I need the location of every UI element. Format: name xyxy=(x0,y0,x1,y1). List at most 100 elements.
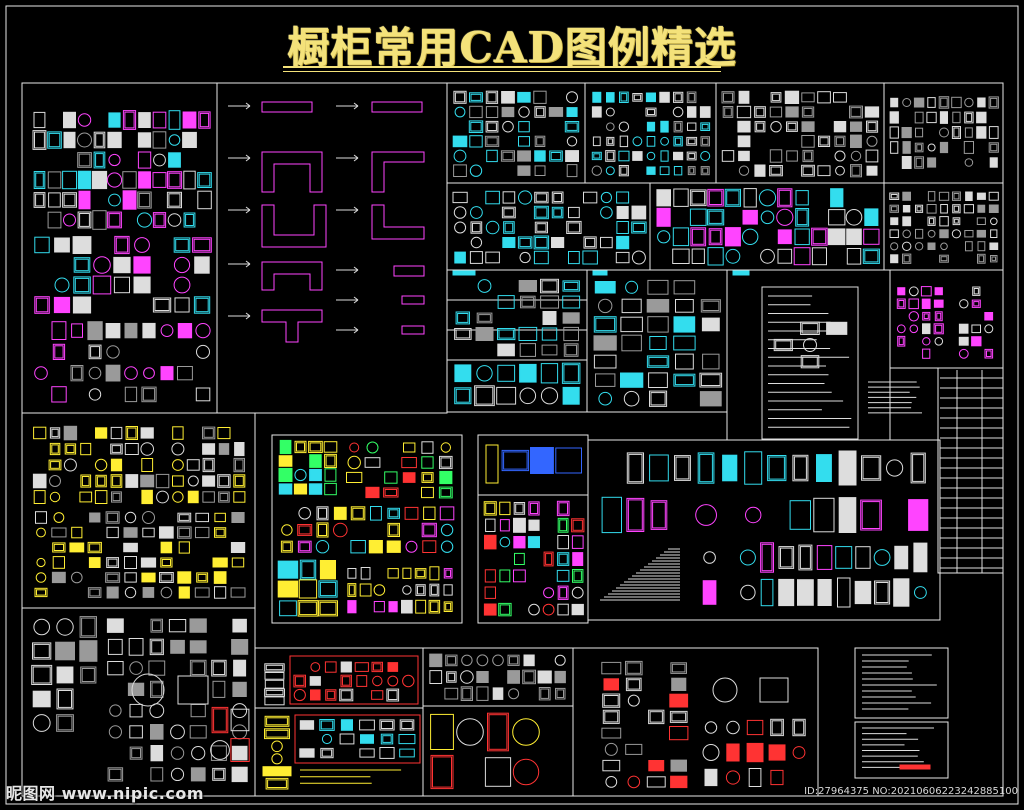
tall-unit-elevation-inner xyxy=(793,456,807,480)
furniture-symbol-circle xyxy=(35,572,47,583)
magenta-detail-symbol xyxy=(933,299,944,308)
appliance-symbol-circle xyxy=(566,91,578,104)
furniture-symbol xyxy=(160,557,173,568)
plan-symbol-inner xyxy=(401,720,413,730)
plant-symbol xyxy=(988,96,999,109)
corner-cabinet-symbol-circle xyxy=(512,718,540,746)
appliance-symbol-inner xyxy=(804,151,812,161)
cabinet-symbol xyxy=(646,776,666,788)
plant-symbol xyxy=(976,111,987,124)
elevation-symbol-circle xyxy=(740,584,756,601)
tall-cabinet-symbol-circle xyxy=(742,228,759,246)
tall-unit-elevation xyxy=(908,499,929,531)
elevation-symbol xyxy=(817,579,832,606)
appliance-symbol xyxy=(673,136,683,147)
legend-row-symbol xyxy=(264,672,285,680)
furniture-symbol xyxy=(124,572,137,583)
dining-symbol xyxy=(212,680,226,698)
appliance-symbol-circle xyxy=(834,150,846,162)
tall-cabinet-symbol xyxy=(864,208,879,226)
colored-appliance-symbol-circle xyxy=(349,442,360,453)
appliance-symbol xyxy=(687,122,697,131)
appliance-symbol xyxy=(468,120,484,134)
plant-furniture-symbol-inner xyxy=(559,587,568,599)
tall-cabinet-symbol-inner xyxy=(691,190,706,205)
cyan-header-bar xyxy=(732,270,750,276)
door-symbol xyxy=(485,444,499,484)
tall-cabinet-symbol xyxy=(793,247,811,266)
corner-cabinet-symbol xyxy=(430,754,454,790)
tall-cabinet-symbol-circle xyxy=(760,210,775,225)
handle-symbol xyxy=(699,391,722,407)
appliance-symbol xyxy=(801,121,815,133)
tall-cabinet-symbol xyxy=(777,188,793,208)
appliance-symbol-inner xyxy=(702,167,709,174)
faucet-symbol-circle xyxy=(476,365,493,382)
furniture-symbol-circle xyxy=(53,512,65,523)
furniture-symbol xyxy=(214,527,227,538)
sink-symbol xyxy=(566,220,582,234)
tall-unit-elevation-inner xyxy=(862,456,880,480)
plant-symbol xyxy=(990,229,998,238)
sink-symbol-circle xyxy=(470,236,483,249)
furniture-symbol-circle xyxy=(124,586,137,599)
plant-furniture-symbol xyxy=(557,585,569,600)
plan-symbol xyxy=(359,748,375,758)
cabinet-door-symbol xyxy=(93,151,106,169)
plant-symbol-inner xyxy=(953,193,960,200)
hardware-symbol-inner xyxy=(564,281,579,291)
furniture-symbol xyxy=(106,557,119,568)
plant-symbol xyxy=(926,204,937,214)
round-dining-symbol xyxy=(712,677,738,703)
furniture-symbol-inner xyxy=(793,720,805,735)
kitchen-layout-shape xyxy=(371,151,425,193)
appliance-symbol xyxy=(619,91,629,103)
elevation-symbol xyxy=(874,580,891,605)
cabinet-door-symbol xyxy=(47,131,62,149)
furniture-symbol-inner xyxy=(112,475,121,487)
plant-symbol xyxy=(914,111,924,124)
appliance-symbol xyxy=(737,135,751,148)
green-appliance-symbol xyxy=(278,467,293,482)
plant-furniture-symbol-inner xyxy=(485,502,496,515)
plant-symbol-circle xyxy=(951,229,962,239)
cabinet-symbol-inner xyxy=(603,695,619,707)
dining-symbol xyxy=(107,661,124,676)
plan-symbol-inner xyxy=(380,720,394,730)
appliance-symbol xyxy=(784,90,800,104)
colored-appliance-symbol-inner xyxy=(423,473,433,482)
dining-symbol-inner xyxy=(151,682,162,697)
magenta-detail-symbol xyxy=(934,287,943,296)
cabinet-door-symbol-inner xyxy=(193,238,211,252)
plant-symbol xyxy=(901,127,912,139)
plant-furniture-symbol xyxy=(528,501,540,516)
plant-furniture-symbol-circle xyxy=(543,587,555,599)
faucet-symbol xyxy=(540,363,559,384)
furniture-symbol xyxy=(172,475,184,487)
plant-symbol xyxy=(939,111,949,124)
hardware-symbol xyxy=(519,343,537,357)
plant-furniture-symbol xyxy=(543,551,554,567)
plan-symbol xyxy=(398,734,416,745)
furniture-symbol xyxy=(34,587,48,598)
plant-furniture-symbol xyxy=(572,569,584,583)
magenta-detail-symbol-inner xyxy=(973,288,979,295)
cabinet-door-symbol xyxy=(51,321,67,341)
cabinet-symbol xyxy=(601,661,622,675)
cabinet-door-symbol xyxy=(54,237,70,253)
dining-symbol xyxy=(189,618,207,633)
spec-sheet-diagram xyxy=(826,321,848,335)
appliance-symbol-inner xyxy=(723,92,733,102)
appliance-symbol-inner xyxy=(674,93,682,102)
red-door-symbol xyxy=(230,708,250,732)
dining-symbol xyxy=(148,660,166,676)
red-elevation-symbol xyxy=(325,689,337,701)
yellow-label-symbol-inner xyxy=(266,717,288,726)
cabinet-elevation-symbol xyxy=(56,666,74,684)
colored-appliance-symbol xyxy=(346,471,363,483)
appliance-symbol-inner xyxy=(550,152,562,161)
cabinet-door-symbol xyxy=(92,275,112,295)
furniture-symbol xyxy=(141,489,153,505)
tall-cabinet-symbol xyxy=(828,209,846,226)
plant-symbol xyxy=(952,111,961,124)
